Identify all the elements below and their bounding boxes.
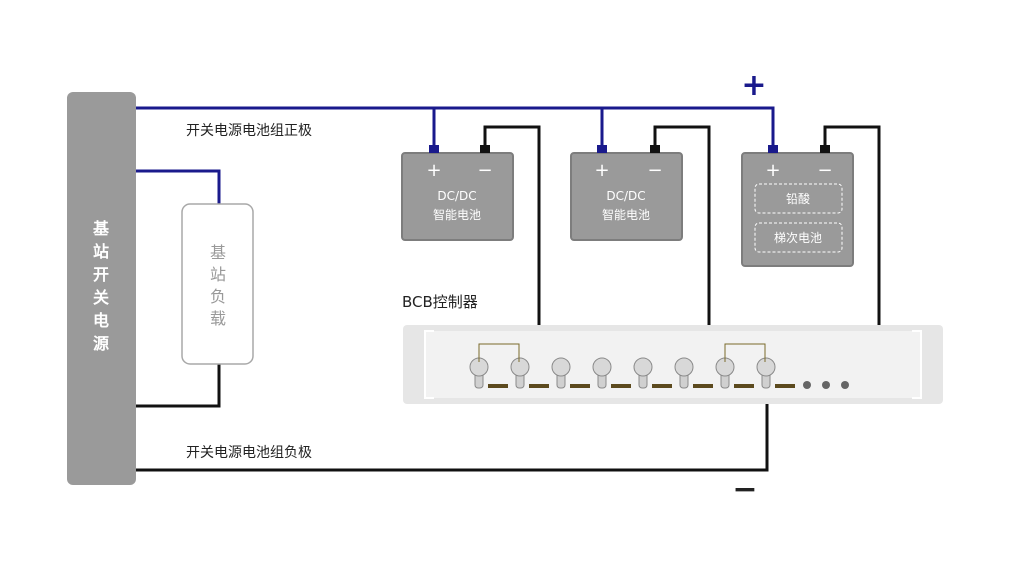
controller-terminal-4 [592, 357, 612, 389]
negative-polarity-symbol: − [732, 472, 757, 507]
controller-bus-bar-4 [611, 384, 631, 388]
power-supply-label-char-0: 基 [92, 219, 110, 238]
battery-1-positive-terminal [429, 145, 439, 153]
load-label-char-0: 基 [210, 243, 226, 262]
battery2-negative-wire [653, 125, 711, 332]
battery-3-plus-sign: + [765, 160, 780, 181]
controller-terminal-1 [469, 357, 489, 389]
controller-bus-bar-1 [488, 384, 508, 388]
negative-wire-label: 开关电源电池组负极 [186, 445, 312, 461]
battery-2-negative-terminal [650, 145, 660, 153]
battery-3-positive-terminal [768, 145, 778, 153]
controller-bus-bar-8 [775, 384, 795, 388]
battery-1: + − DC/DC 智能电池 [401, 145, 514, 241]
negative-bus-wire [136, 398, 769, 472]
battery-2: + − DC/DC 智能电池 [570, 145, 683, 241]
positive-bus-wire [136, 106, 775, 150]
battery-1-name: 智能电池 [433, 207, 481, 222]
controller-bus-bar-3 [570, 384, 590, 388]
controller-bus-bar-5 [652, 384, 672, 388]
negative-wires [136, 125, 881, 472]
battery-2-type: DC/DC [606, 189, 645, 203]
battery-2-plus-sign: + [594, 160, 609, 181]
power-supply-label-char-1: 站 [93, 242, 109, 261]
battery-1-type: DC/DC [437, 189, 476, 203]
positive-polarity-symbol: + [741, 68, 766, 103]
load-negative-wire [136, 364, 221, 408]
load-label-char-1: 站 [210, 265, 226, 284]
battery-1-negative-terminal [480, 145, 490, 153]
controller-terminal-3 [551, 357, 571, 389]
power-supply-label-char-3: 关 [93, 288, 109, 307]
controller-terminal-2 [510, 357, 530, 389]
battery-2-positive-terminal [597, 145, 607, 153]
positive-wires [136, 106, 775, 204]
battery-2-minus-sign: − [647, 160, 662, 181]
ellipsis-dot-2 [822, 381, 830, 389]
controller-bus-bar-6 [693, 384, 713, 388]
load-positive-wire [136, 169, 221, 204]
controller-bus-bar-7 [734, 384, 754, 388]
power-supply-label-char-4: 电 [93, 311, 109, 330]
controller-terminal-6 [674, 357, 694, 389]
controller-ellipsis [803, 381, 849, 389]
battery-1-plus-sign: + [426, 160, 441, 181]
controller-label: BCB控制器 [402, 293, 478, 311]
battery-3-echelon-label: 梯次电池 [774, 231, 822, 245]
battery-3: + − 铅酸 梯次电池 [741, 145, 854, 267]
positive-wire-label: 开关电源电池组正极 [186, 123, 312, 139]
power-supply-label-char-2: 开 [93, 265, 109, 284]
controller-bus-bar-2 [529, 384, 549, 388]
battery-2-name: 智能电池 [602, 207, 650, 222]
load-label-char-2: 负 [210, 287, 226, 306]
controller-terminal-8 [756, 357, 776, 389]
battery-3-lead-acid-label: 铅酸 [786, 191, 810, 206]
battery1-negative-wire [483, 125, 541, 332]
battery-1-minus-sign: − [477, 160, 492, 181]
power-supply-label-char-5: 源 [93, 334, 109, 353]
battery-3-minus-sign: − [817, 160, 832, 181]
controller-terminal-5 [633, 357, 653, 389]
battery3-negative-wire [823, 125, 881, 332]
bcb-controller [403, 325, 943, 404]
battery-3-negative-terminal [820, 145, 830, 153]
ellipsis-dot-3 [841, 381, 849, 389]
load-label-char-3: 载 [210, 309, 226, 328]
ellipsis-dot-1 [803, 381, 811, 389]
